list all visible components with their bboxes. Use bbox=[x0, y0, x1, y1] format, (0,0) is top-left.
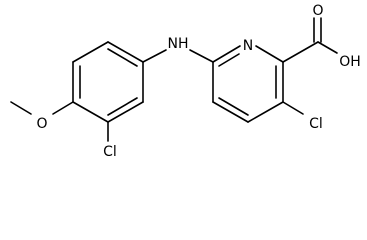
bond-ph1-ph2-double bbox=[107, 48, 138, 67]
bond-carboxyl-oh bbox=[317, 41, 338, 54]
bond-ph5-ph6-double bbox=[107, 97, 138, 116]
atom-label-o-methoxy: O bbox=[36, 116, 47, 132]
bond-ph1-ph2 bbox=[107, 41, 144, 63]
bond-ph4-o bbox=[52, 101, 74, 115]
bond-c4-c5 bbox=[212, 101, 249, 123]
phenyl-ring bbox=[72, 41, 144, 123]
atom-label-cl-phenyl: Cl bbox=[103, 144, 117, 160]
bond-c3-c4 bbox=[247, 101, 284, 123]
atom-label-nh: NH bbox=[168, 36, 189, 52]
bond-c2-carboxyl bbox=[282, 41, 319, 63]
bond-ph4-ph5 bbox=[72, 101, 109, 123]
pyridine-ring bbox=[212, 45, 284, 123]
bond-c6-n1-double bbox=[218, 53, 240, 67]
bond-o-methyl bbox=[10, 101, 32, 115]
bond-phenyl-nh bbox=[142, 49, 167, 63]
bond-c6-n1 bbox=[212, 45, 241, 63]
bond-nh-pyridine bbox=[189, 49, 214, 63]
atom-label-n-pyridine: N bbox=[243, 38, 253, 54]
bond-c3-cl bbox=[282, 101, 304, 115]
bond-n1-c2 bbox=[255, 45, 284, 63]
bond-ph2-ph3 bbox=[72, 41, 109, 63]
bond-ph5-ph6 bbox=[107, 101, 144, 123]
structure-diagram: NH N O OH Cl Cl O bbox=[10, 3, 361, 160]
atom-label-o-carbonyl: O bbox=[312, 3, 323, 19]
atom-label-cl-pyridine: Cl bbox=[309, 116, 323, 132]
atom-label-oh: OH bbox=[339, 54, 361, 70]
bond-c4-c5-double bbox=[218, 97, 249, 116]
